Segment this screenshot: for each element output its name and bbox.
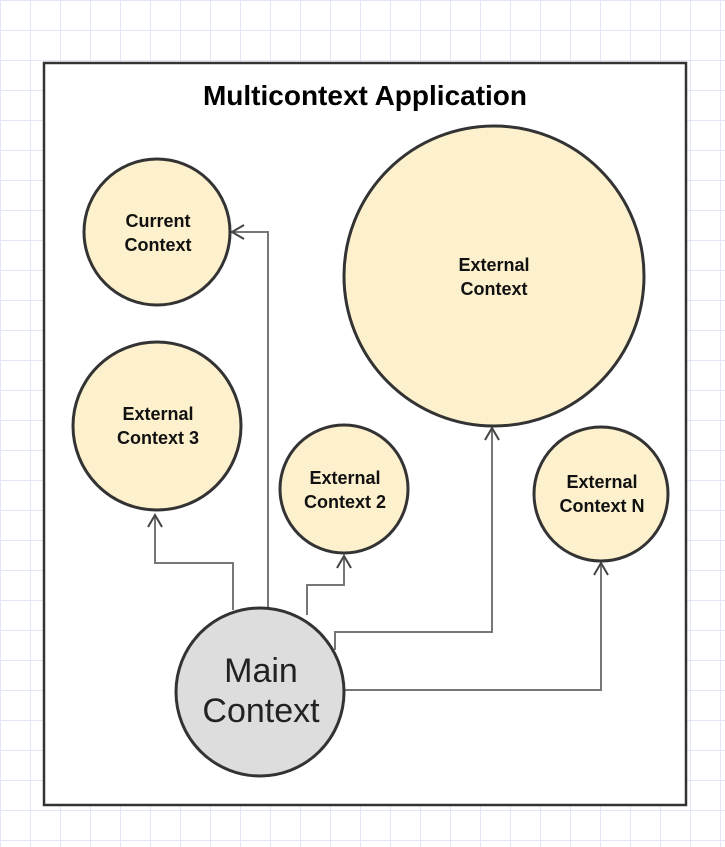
external-context-n-label-line2: Context N: [560, 496, 645, 516]
external-context-3-label-line1: External: [122, 404, 193, 424]
connector-to-external-context-3: [154, 515, 234, 610]
external-context-node[interactable]: External Context: [342, 124, 646, 428]
external-context-label-line1: External: [458, 255, 529, 275]
main-context-label-line2: Context: [202, 692, 320, 730]
external-context-2-node[interactable]: External Context 2: [278, 423, 410, 555]
main-context-node[interactable]: Main Context: [174, 606, 346, 778]
external-context-2-label-line1: External: [309, 468, 380, 488]
arrowhead-external-context-3: [147, 513, 163, 528]
external-context-n-node[interactable]: External Context N: [532, 425, 670, 563]
connector-to-external-context-n: [345, 563, 602, 691]
connector-to-external-context: [334, 428, 493, 650]
main-context-circle: [174, 606, 346, 778]
current-context-node[interactable]: Current Context: [82, 157, 232, 307]
connector-to-external-context-2: [306, 556, 345, 615]
external-context-3-node[interactable]: External Context 3: [71, 340, 243, 512]
current-context-label-line1: Current: [125, 211, 190, 231]
external-context-3-label-line2: Context 3: [117, 428, 199, 448]
current-context-circle: [82, 157, 232, 307]
external-context-2-label-line2: Context 2: [304, 492, 386, 512]
external-context-label-line2: Context: [461, 279, 528, 299]
external-context-3-circle: [71, 340, 243, 512]
external-context-2-circle: [278, 423, 410, 555]
main-context-label-line1: Main: [224, 652, 298, 690]
external-context-n-label-line1: External: [566, 472, 637, 492]
arrowhead-external-context-2: [336, 554, 352, 569]
external-context-circle: [342, 124, 646, 428]
connector-to-current-context: [232, 231, 269, 608]
connectors: [147, 224, 609, 691]
current-context-label-line2: Context: [125, 235, 192, 255]
diagram-title: Multicontext Application: [203, 80, 527, 111]
external-context-n-circle: [532, 425, 670, 563]
arrowhead-current-context: [230, 224, 245, 240]
arrowhead-external-context-n: [593, 561, 609, 576]
arrowhead-external-context: [484, 426, 500, 441]
